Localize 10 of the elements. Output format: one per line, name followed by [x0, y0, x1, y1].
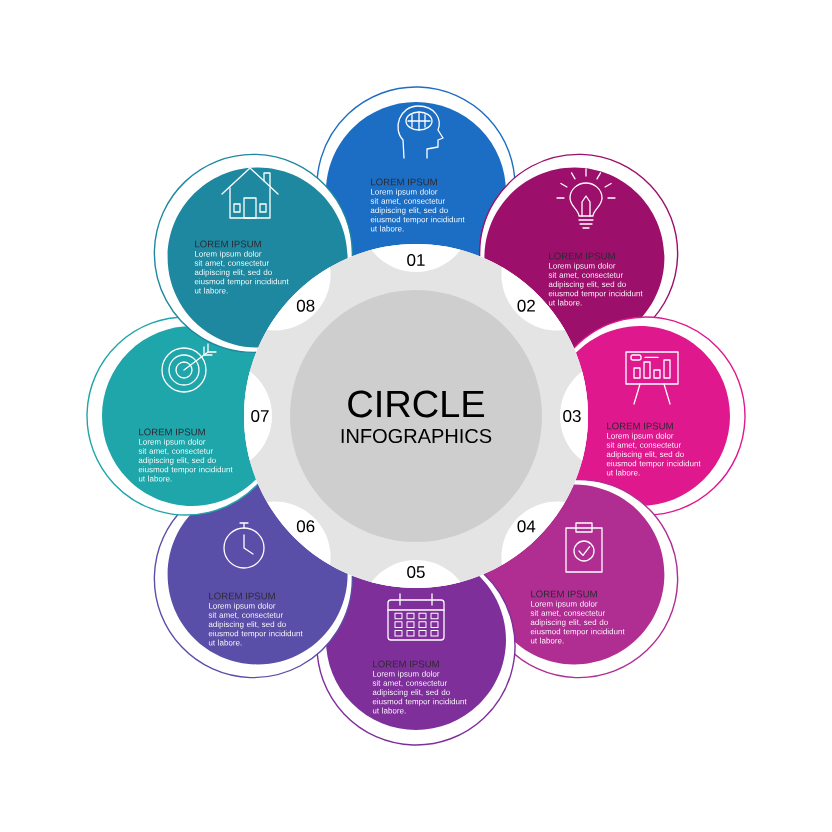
step-number: 05: [407, 566, 425, 578]
center-subtitle: INFOGRAPHICS: [341, 428, 492, 444]
step-number: 08: [296, 299, 315, 312]
step-number: 02: [517, 299, 535, 312]
step-number: 04: [517, 520, 536, 533]
center-title: CIRCLE: [348, 390, 485, 418]
step-number: 03: [563, 410, 581, 422]
step-number: 01: [407, 254, 425, 266]
step-number: 07: [251, 410, 269, 422]
step-number: 06: [296, 520, 315, 533]
